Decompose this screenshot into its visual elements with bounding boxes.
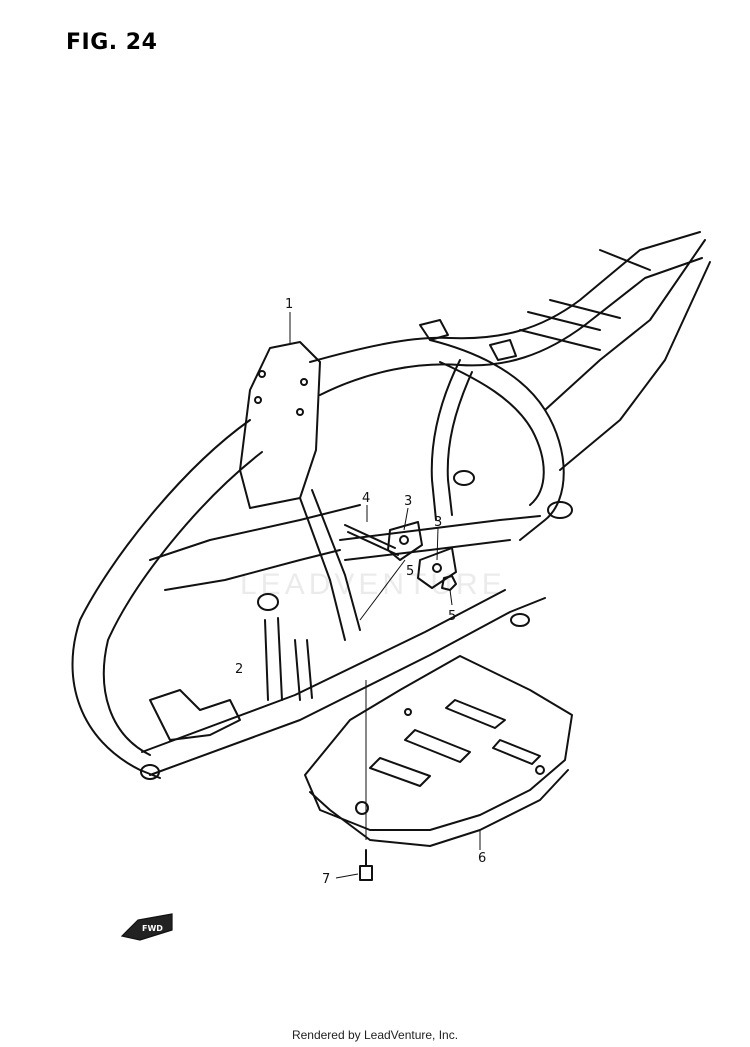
callout-7: 7 [322,872,330,887]
front-upper-rail [544,239,706,411]
rear-engine-mount [149,689,241,741]
mount-bolt [347,531,399,556]
bolt-head [359,865,373,881]
bracket-hole [432,563,442,573]
watermark-text: LEADVENTURE [240,568,506,601]
callout-2: 2 [235,662,243,677]
callout-3b: 3 [434,515,442,530]
middle-cross-member-2 [344,539,511,561]
leader-lines [289,312,481,879]
plate-hole [300,378,308,386]
leader-3b [436,527,439,561]
skid-plate-lip [309,769,569,847]
shock-mount-boss [453,470,475,486]
leader-7 [335,873,359,879]
top-main-tube [309,231,701,363]
front-rung [519,329,601,351]
middle-cross-member [339,515,541,541]
plate-hole [254,396,262,404]
figure-title: FIG. 24 [66,30,158,55]
left-loop-tube-inner [102,451,263,756]
front-lower-boss [510,613,530,627]
leader-5a [359,559,406,621]
skid-plate [304,655,573,847]
skid-slot [492,739,541,765]
rear-lower-boss [140,764,160,780]
plate-hole [258,370,266,378]
callout-5a: 5 [406,564,414,579]
engine-mount-brackets [344,521,457,591]
callout-5b: 5 [448,609,456,624]
forward-arrow-icon: FWD [120,913,173,941]
callout-1: 1 [285,297,293,312]
skid-bolt-hole [355,801,369,815]
skid-bolt-hole [535,765,545,775]
frame-assembly [71,231,711,780]
lower-rail-inner [141,589,506,753]
front-rung [527,311,601,331]
front-mount-boss [547,501,573,519]
plate-hole [296,408,304,416]
skid-plate-outline [304,655,573,831]
footer-credit: Rendered by LeadVenture, Inc. [291,1028,459,1042]
rear-cross-tube [149,504,361,561]
rear-diagonal-brace [299,497,346,641]
skid-slot [445,699,506,729]
top-tab [419,319,449,341]
mount-nut [441,575,457,591]
rear-vertical-post-2 [294,639,313,701]
leader-5b [449,589,453,606]
rear-cross-tube-2 [164,549,341,591]
bracket-hole [399,535,409,545]
center-loop-left [430,359,461,521]
front-rung [549,299,621,319]
left-loop-tube [71,419,251,779]
mount-bolt [344,524,396,549]
top-tab [489,339,517,361]
skid-bolt [359,849,373,881]
front-lower-rail [559,261,711,471]
leader-3a [403,507,409,531]
skid-bolt-hole [404,708,412,716]
callout-6: 6 [478,851,486,866]
rear-mount-boss [257,593,279,611]
bracket-upper [387,521,423,561]
skid-slot [404,729,471,763]
skid-slot [369,757,431,787]
forward-arrow-label: FWD [142,924,163,933]
center-loop-left-inner [446,371,473,516]
rear-diagonal-brace-2 [311,489,361,631]
callout-4: 4 [362,491,370,506]
center-loop-inner [439,361,545,506]
callout-3a: 3 [404,494,412,509]
front-rung [599,249,651,271]
top-main-tube-lower [319,257,703,396]
rear-plate [239,341,321,509]
lower-rail [149,597,546,776]
rear-vertical-post [264,617,283,701]
